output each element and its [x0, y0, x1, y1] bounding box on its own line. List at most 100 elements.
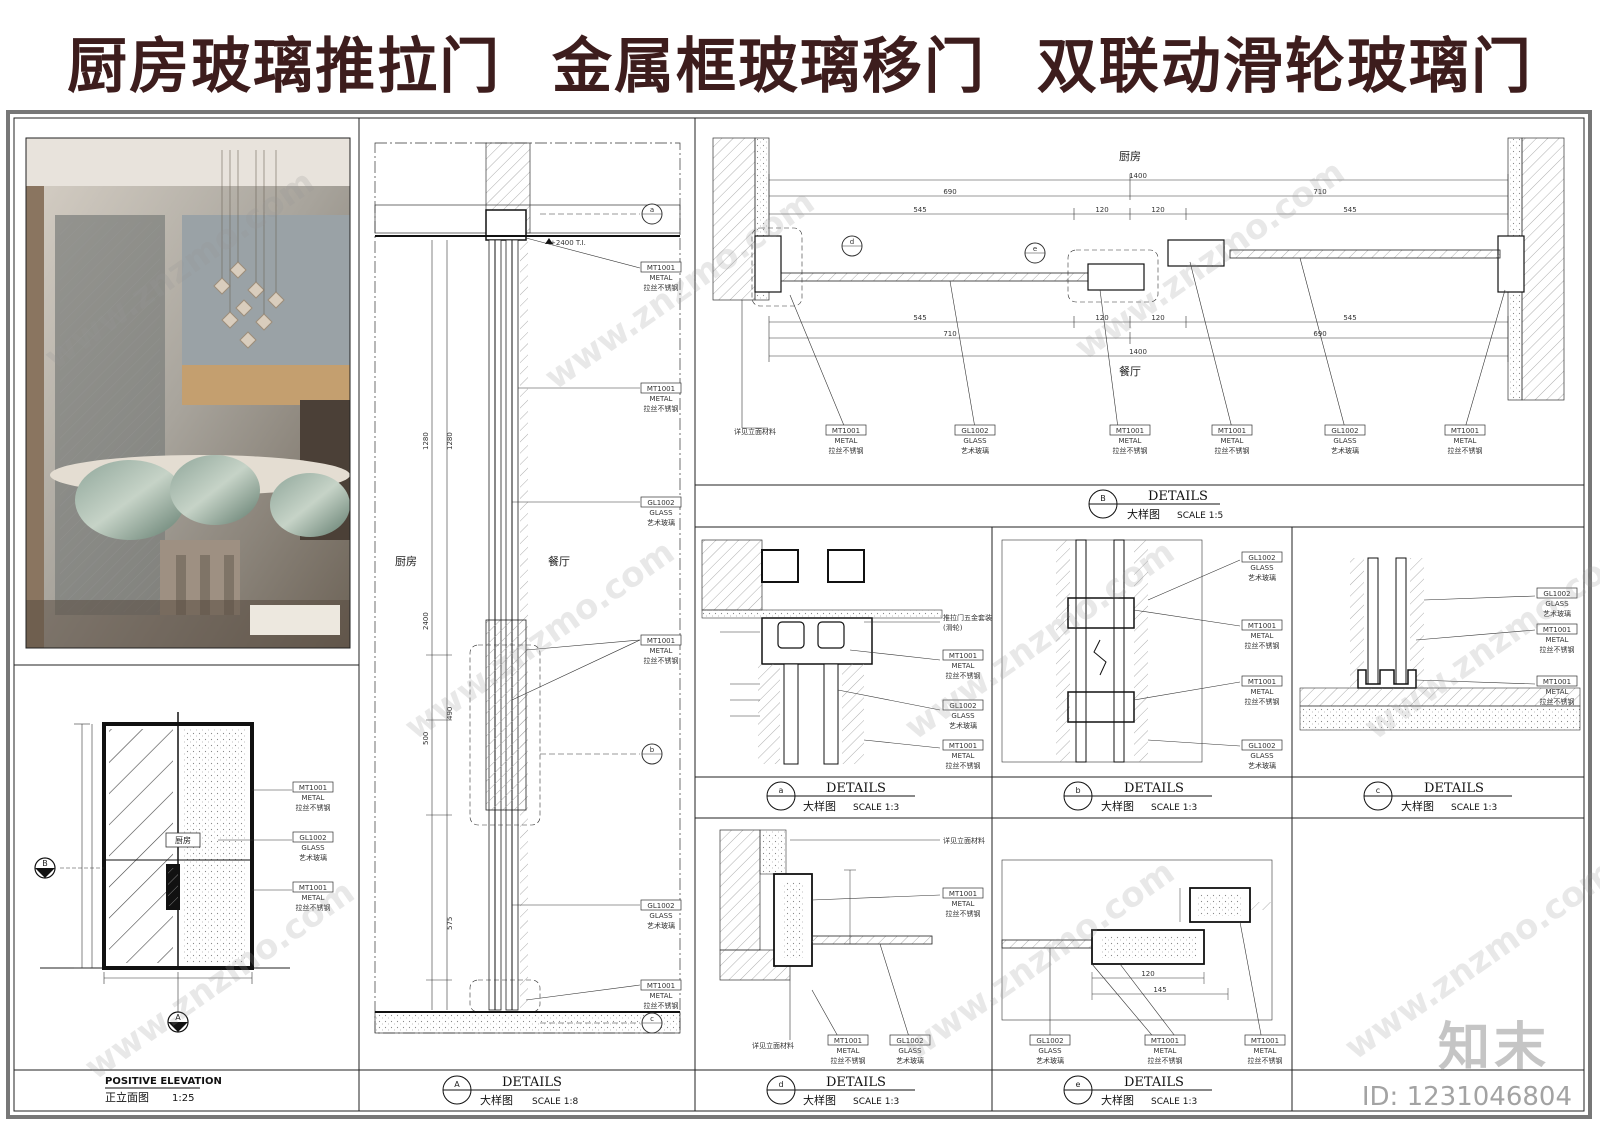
svg-text:MT1001: MT1001: [1248, 622, 1276, 630]
svg-text:METAL: METAL: [952, 662, 975, 670]
dim-B-total-top: 1400: [1129, 172, 1147, 180]
svg-text:拉丝不锈钢: 拉丝不锈钢: [644, 1001, 679, 1010]
dim-B-seg3: 120: [1151, 206, 1164, 214]
svg-text:a: a: [779, 786, 784, 795]
svg-text:METAL: METAL: [302, 894, 325, 902]
b-tag-4: GL1002 GLASS 艺术玻璃: [1241, 739, 1283, 770]
svg-text:B: B: [1100, 494, 1106, 503]
svg-text:GL1002: GL1002: [299, 834, 326, 842]
see-elevation-B: 详见立面材料: [734, 427, 776, 436]
svg-text:METAL: METAL: [1251, 688, 1274, 696]
svg-text:MT1001: MT1001: [1543, 626, 1571, 634]
B-tag-2: GL1002 GLASS 艺术玻璃: [954, 424, 996, 455]
title-block-e: e DETAILS 大样图 SCALE 1:3: [1063, 1075, 1212, 1107]
c-tag-2: MT1001 METAL 拉丝不锈钢: [1536, 623, 1578, 654]
svg-text:拉丝不锈钢: 拉丝不锈钢: [1540, 697, 1575, 706]
dim-B-bseg4: 545: [1343, 314, 1356, 322]
svg-text:SCALE 1:3: SCALE 1:3: [1151, 803, 1197, 813]
elev-tag-gl: GL1002 GLASS 艺术玻璃: [292, 831, 334, 862]
svg-text:METAL: METAL: [302, 794, 325, 802]
detail-e: 120 145 GL1002 GLASS 艺术玻璃 MT1001 METAL 拉…: [1001, 859, 1286, 1065]
svg-text:GLASS: GLASS: [1545, 600, 1569, 608]
dim-A-h1: 1280: [422, 432, 430, 450]
svg-text:GLASS: GLASS: [963, 437, 987, 445]
elevation-kitchen-label: 厨房: [175, 835, 191, 845]
svg-text:MT1001: MT1001: [647, 982, 675, 990]
svg-text:METAL: METAL: [835, 437, 858, 445]
svg-text:艺术玻璃: 艺术玻璃: [299, 853, 327, 862]
svg-text:拉丝不锈钢: 拉丝不锈钢: [644, 283, 679, 292]
svg-text:DETAILS: DETAILS: [1124, 781, 1184, 796]
svg-text:拉丝不锈钢: 拉丝不锈钢: [296, 903, 331, 912]
svg-text:METAL: METAL: [1221, 437, 1244, 445]
svg-text:GL1002: GL1002: [1248, 554, 1275, 562]
elevation-title-en: POSITIVE ELEVATION: [105, 1076, 222, 1087]
svg-text:拉丝不锈钢: 拉丝不锈钢: [1245, 641, 1280, 650]
svg-text:MT1001: MT1001: [647, 264, 675, 272]
svg-text:GLASS: GLASS: [649, 509, 673, 517]
svg-text:GLASS: GLASS: [951, 712, 975, 720]
render-photo: [25, 137, 351, 649]
title-block-b: b DETAILS 大样图 SCALE 1:3: [1063, 781, 1212, 813]
elevation-scale: 1:25: [172, 1093, 194, 1104]
sheet-title: 厨房玻璃推拉门 金属框玻璃移门 双联动滑轮玻璃门: [0, 18, 1600, 105]
svg-text:MT1001: MT1001: [832, 427, 860, 435]
dim-B-bleft: 710: [943, 330, 956, 338]
detail-b: GL1002 GLASS 艺术玻璃 MT1001 METAL 拉丝不锈钢 MT1…: [1001, 539, 1283, 770]
a-tag-2: GL1002 GLASS 艺术玻璃: [942, 699, 984, 730]
svg-text:SCALE 1:3: SCALE 1:3: [853, 1097, 899, 1107]
svg-text:大样图: 大样图: [480, 1093, 513, 1107]
a-tag-3: MT1001 METAL 拉丝不锈钢: [942, 739, 984, 770]
elevation-title-cn: 正立面图: [105, 1090, 149, 1104]
svg-text:DETAILS: DETAILS: [1148, 489, 1208, 504]
svg-text:MT1001: MT1001: [647, 385, 675, 393]
svg-text:e: e: [1033, 245, 1037, 253]
svg-text:大样图: 大样图: [803, 1093, 836, 1107]
elev-tag-mt-2: MT1001 METAL 拉丝不锈钢: [292, 881, 334, 912]
dim-A-h2: 2400: [422, 612, 430, 630]
svg-text:METAL: METAL: [1119, 437, 1142, 445]
svg-text:DETAILS: DETAILS: [1124, 1075, 1184, 1090]
svg-text:METAL: METAL: [1546, 636, 1569, 644]
svg-text:SCALE 1:5: SCALE 1:5: [1177, 511, 1223, 521]
svg-text:MT1001: MT1001: [949, 652, 977, 660]
callout-d: d: [841, 235, 863, 257]
svg-text:GL1002: GL1002: [1036, 1037, 1063, 1045]
elevation-note: +2400 T.I.: [550, 239, 586, 247]
dim-e-1: 120: [1141, 970, 1154, 978]
A-tag-gl-1: GL1002 GLASS 艺术玻璃: [640, 496, 682, 527]
svg-text:METAL: METAL: [650, 992, 673, 1000]
svg-text:GLASS: GLASS: [649, 912, 673, 920]
dim-B-left: 690: [943, 188, 956, 196]
A-tag-mt-3: MT1001 METAL 拉丝不锈钢: [640, 634, 682, 665]
svg-text:GL1002: GL1002: [647, 902, 674, 910]
title-block-B: B DETAILS 大样图 SCALE 1:5: [1088, 489, 1223, 521]
svg-text:艺术玻璃: 艺术玻璃: [896, 1056, 924, 1065]
dim-B-bseg1: 545: [913, 314, 926, 322]
svg-text:拉丝不锈钢: 拉丝不锈钢: [1148, 1056, 1183, 1065]
svg-text:SCALE 1:3: SCALE 1:3: [1151, 1097, 1197, 1107]
title-block-c: c DETAILS 大样图 SCALE 1:3: [1363, 781, 1512, 813]
room-kitchen-B: 厨房: [1119, 150, 1141, 163]
svg-text:MT1001: MT1001: [647, 637, 675, 645]
detail-B-plan: d e 厨房 餐厅 1400 690 710 545 120 120 545: [712, 137, 1565, 455]
svg-text:大样图: 大样图: [1127, 507, 1160, 521]
svg-text:MT1001: MT1001: [1451, 427, 1479, 435]
dim-e-2: 145: [1153, 986, 1166, 994]
svg-text:e: e: [1076, 1080, 1081, 1089]
callout-b: b: [641, 743, 663, 765]
svg-text:SCALE 1:3: SCALE 1:3: [1451, 803, 1497, 813]
c-tag-3: MT1001 METAL 拉丝不锈钢: [1536, 675, 1578, 706]
svg-text:艺术玻璃: 艺术玻璃: [1248, 761, 1276, 770]
svg-text:SCALE 1:8: SCALE 1:8: [532, 1097, 578, 1107]
B-tag-4: MT1001 METAL 拉丝不锈钢: [1211, 424, 1253, 455]
svg-text:拉丝不锈钢: 拉丝不锈钢: [946, 671, 981, 680]
svg-text:METAL: METAL: [1154, 1047, 1177, 1055]
section-mark-A: A: [175, 1013, 181, 1022]
svg-text:GLASS: GLASS: [1250, 564, 1274, 572]
brand-logo: 知末: [1437, 1018, 1550, 1078]
svg-text:艺术玻璃: 艺术玻璃: [961, 446, 989, 455]
asset-id: ID: 1231046804: [1361, 1082, 1572, 1112]
svg-text:大样图: 大样图: [1101, 1093, 1134, 1107]
svg-text:拉丝不锈钢: 拉丝不锈钢: [1113, 446, 1148, 455]
